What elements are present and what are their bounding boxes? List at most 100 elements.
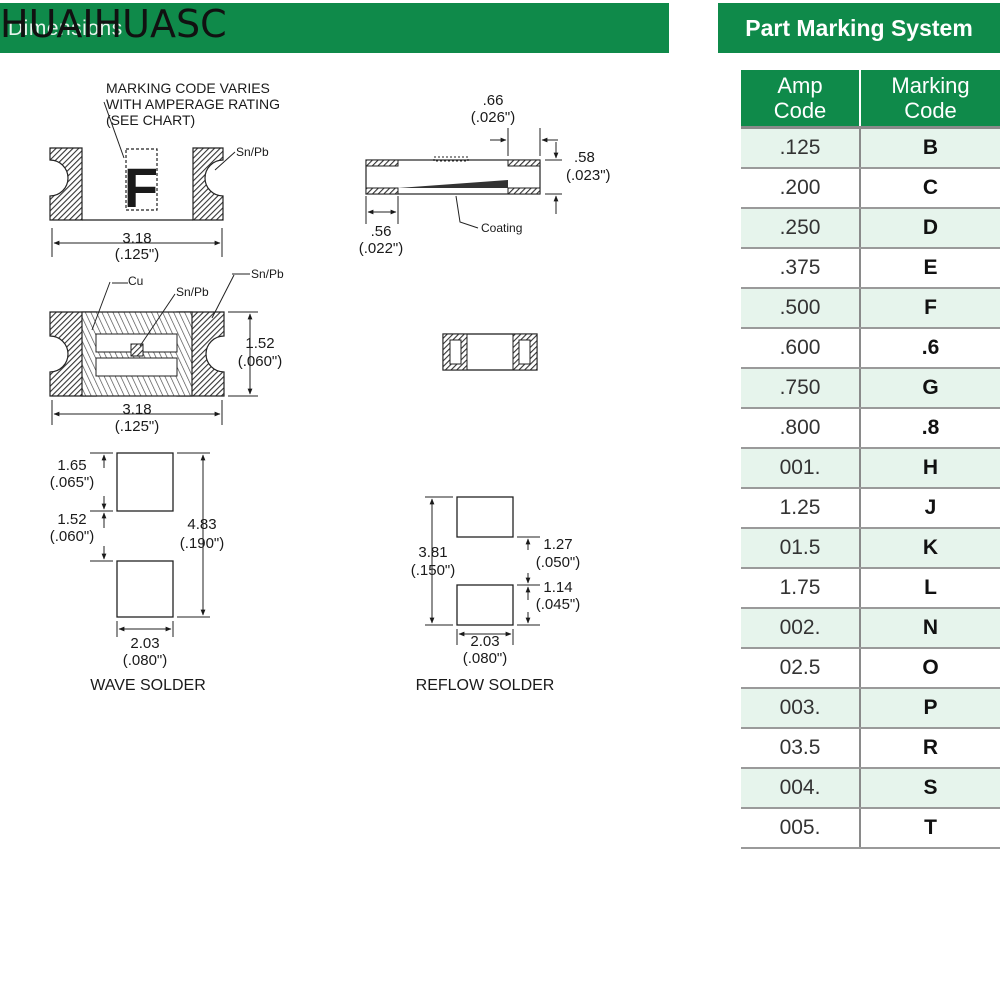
section-height-mm: 1.52 — [245, 335, 274, 352]
reflow-width-mm: 2.03 — [470, 633, 499, 650]
marking-code-cell: O — [860, 648, 1000, 689]
amp-code-cell: 005. — [741, 808, 861, 849]
side-thick-mm: .58 — [574, 149, 595, 166]
amp-code-cell: .375 — [741, 248, 861, 289]
section-sn-pb-label-2: Sn/Pb — [251, 267, 284, 281]
section-height-in: (.060") — [238, 353, 283, 370]
amp-code-cell: .125 — [741, 127, 861, 169]
reflow-gap-mm: 1.14 — [543, 579, 572, 596]
wave-pad-bottom — [116, 560, 174, 618]
marking-code-cell: P — [860, 688, 1000, 729]
marking-code-cell: .6 — [860, 328, 1000, 369]
marking-code-cell: G — [860, 368, 1000, 409]
reflow-total-mm: 3.81 — [418, 544, 447, 561]
marking-code-cell: H — [860, 448, 1000, 489]
dimensions-title: Dimensions — [8, 17, 123, 40]
reflow-total-in: (.150") — [411, 562, 456, 579]
amp-code-cell: .800 — [741, 408, 861, 449]
dimensions-header: Dimensions — [0, 3, 669, 53]
amp-code-cell: 004. — [741, 768, 861, 809]
reflow-pad-top — [456, 496, 514, 538]
watermark: HUAIHUASC — [0, 2, 227, 46]
coating-label: Coating — [481, 221, 522, 235]
end-view — [442, 333, 538, 371]
amp-code-cell: 1.25 — [741, 488, 861, 529]
reflow-gap-in: (.045") — [536, 596, 581, 613]
amp-code-cell: 003. — [741, 688, 861, 729]
marking-note-2: WITH AMPERAGE RATING — [106, 96, 280, 112]
reflow-pad-h-mm: 1.27 — [543, 536, 572, 553]
reflow-width-in: (.080") — [463, 650, 508, 667]
amp-code-cell: 1.75 — [741, 568, 861, 609]
table-row: 001.H — [741, 448, 1000, 489]
amp-code-cell: 02.5 — [741, 648, 861, 689]
marking-code-cell: D — [860, 208, 1000, 249]
side-top-mm: .66 — [483, 92, 504, 109]
table-row: 005.T — [741, 808, 1000, 849]
amp-code-cell: 001. — [741, 448, 861, 489]
section-width-in: (.125") — [115, 418, 160, 435]
amp-code-cell: 03.5 — [741, 728, 861, 769]
dimensions-drawing: F MARKING CODE VARIES WITH AMPERAGE RATI… — [49, 80, 611, 694]
table-row: 003.P — [741, 688, 1000, 729]
wave-total-mm: 4.83 — [187, 516, 216, 533]
marking-letter: F — [124, 156, 158, 219]
marking-code-cell: K — [860, 528, 1000, 569]
wave-total-in: (.190") — [180, 535, 225, 552]
marking-code-cell: J — [860, 488, 1000, 529]
top-width-in: (.125") — [115, 246, 160, 263]
amp-code-cell: 01.5 — [741, 528, 861, 569]
wave-solder-label: WAVE SOLDER — [90, 677, 206, 694]
table-row: 004.S — [741, 768, 1000, 809]
section-view: Cu Sn/Pb Sn/Pb 1.52 (.060") 3.18 (.125") — [49, 267, 284, 435]
top-sn-pb-label: Sn/Pb — [236, 145, 269, 159]
marking-code-cell: R — [860, 728, 1000, 769]
part-marking-title: Part Marking System — [718, 3, 1000, 53]
marking-note-1: MARKING CODE VARIES — [106, 80, 270, 96]
top-width-mm: 3.18 — [122, 230, 151, 247]
wave-pad-h-in: (.065") — [50, 474, 95, 491]
cu-label: Cu — [128, 274, 143, 288]
wave-gap-in: (.060") — [50, 528, 95, 545]
amp-code-cell: .200 — [741, 168, 861, 209]
marking-note-3: (SEE CHART) — [106, 112, 195, 128]
marking-code-cell: T — [860, 808, 1000, 849]
marking-box — [125, 148, 158, 211]
wave-solder-view: 1.65 (.065") 1.52 (.060") 4.83 (.190") 2… — [50, 452, 225, 694]
marking-code-cell: E — [860, 248, 1000, 289]
side-bottom-in: (.022") — [359, 240, 404, 257]
marking-code-cell: L — [860, 568, 1000, 609]
wave-gap-mm: 1.52 — [57, 511, 86, 528]
table-row: .600.6 — [741, 328, 1000, 369]
amp-code-cell: .500 — [741, 288, 861, 329]
marking-code-cell: C — [860, 168, 1000, 209]
amp-code-cell: .600 — [741, 328, 861, 369]
marking-code-cell: .8 — [860, 408, 1000, 449]
amp-code-cell: 002. — [741, 608, 861, 649]
top-left-terminal — [49, 147, 83, 221]
reflow-solder-view: 3.81 (.150") 1.27 (.050") 1.14 (.045") 2… — [411, 496, 581, 694]
side-top-in: (.026") — [471, 109, 516, 126]
section-sn-pb-label-1: Sn/Pb — [176, 285, 209, 299]
marking-code-cell: B — [860, 127, 1000, 169]
wave-width-in: (.080") — [123, 652, 168, 669]
reflow-pad-bottom — [456, 584, 514, 626]
side-bottom-mm: .56 — [371, 223, 392, 240]
table-row: 002.N — [741, 608, 1000, 649]
side-view: .66 (.026") .58 (.023") .56 (.022") Coat… — [359, 92, 611, 257]
amp-code-cell: .250 — [741, 208, 861, 249]
top-right-terminal — [192, 147, 224, 221]
marking-code-cell: F — [860, 288, 1000, 329]
marking-code-cell: S — [860, 768, 1000, 809]
